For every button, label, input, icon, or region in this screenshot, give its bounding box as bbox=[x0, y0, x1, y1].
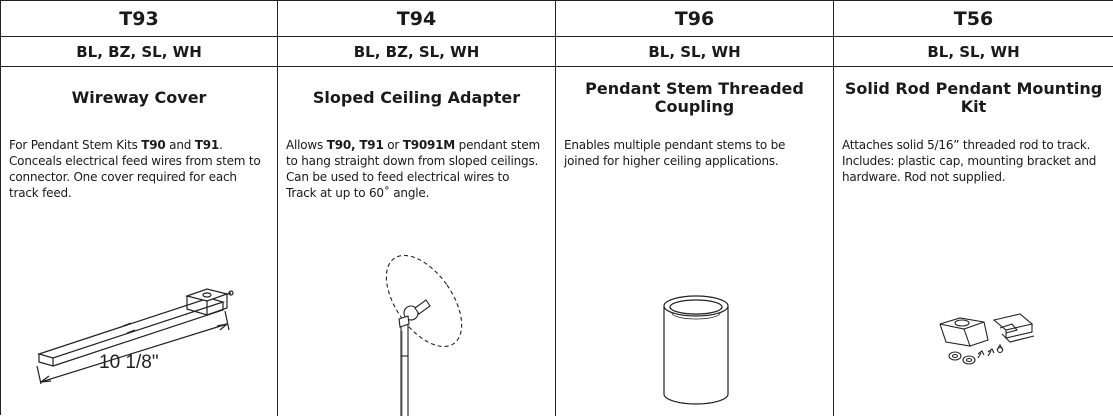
product-title: Sloped Ceiling Adapter bbox=[312, 88, 521, 107]
product-body-t94: Sloped Ceiling Adapter Allows T90, T91 o… bbox=[278, 67, 556, 416]
product-code-t56: T56 bbox=[834, 1, 1113, 37]
product-title: Solid Rod Pendant Mounting Kit bbox=[844, 79, 1103, 116]
finishes-t94: BL, BZ, SL, WH bbox=[278, 37, 556, 67]
product-description: Enables multiple pendant stems to be joi… bbox=[564, 138, 786, 168]
product-description: For Pendant Stem Kits T90 and T91. Conce… bbox=[9, 138, 261, 200]
product-code-t96: T96 bbox=[556, 1, 834, 37]
product-title: Pendant Stem Threaded Coupling bbox=[585, 79, 804, 116]
product-body-t56: Solid Rod Pendant Mounting Kit Attaches … bbox=[834, 67, 1113, 416]
product-code-t93: T93 bbox=[1, 1, 278, 37]
sloped-ceiling-adapter-drawing bbox=[278, 216, 555, 416]
product-title: Wireway Cover bbox=[71, 88, 207, 107]
wireway-cover-drawing: 10 1/8" bbox=[1, 216, 277, 416]
mounting-kit-drawing bbox=[834, 216, 1113, 416]
product-description: Attaches solid 5/16” threaded rod to tra… bbox=[842, 138, 1097, 184]
finishes-t56: BL, SL, WH bbox=[834, 37, 1113, 67]
product-body-t93: Wireway Cover For Pendant Stem Kits T90 … bbox=[1, 67, 278, 416]
product-body-t96: Pendant Stem Threaded Coupling Enables m… bbox=[556, 67, 834, 416]
finishes-t93: BL, BZ, SL, WH bbox=[1, 37, 278, 67]
product-description: Allows T90, T91 or T9091M pendant stem t… bbox=[286, 138, 540, 200]
threaded-coupling-drawing bbox=[556, 216, 833, 416]
finishes-t96: BL, SL, WH bbox=[556, 37, 834, 67]
product-code-t94: T94 bbox=[278, 1, 556, 37]
dimension-label: 10 1/8" bbox=[99, 352, 159, 373]
